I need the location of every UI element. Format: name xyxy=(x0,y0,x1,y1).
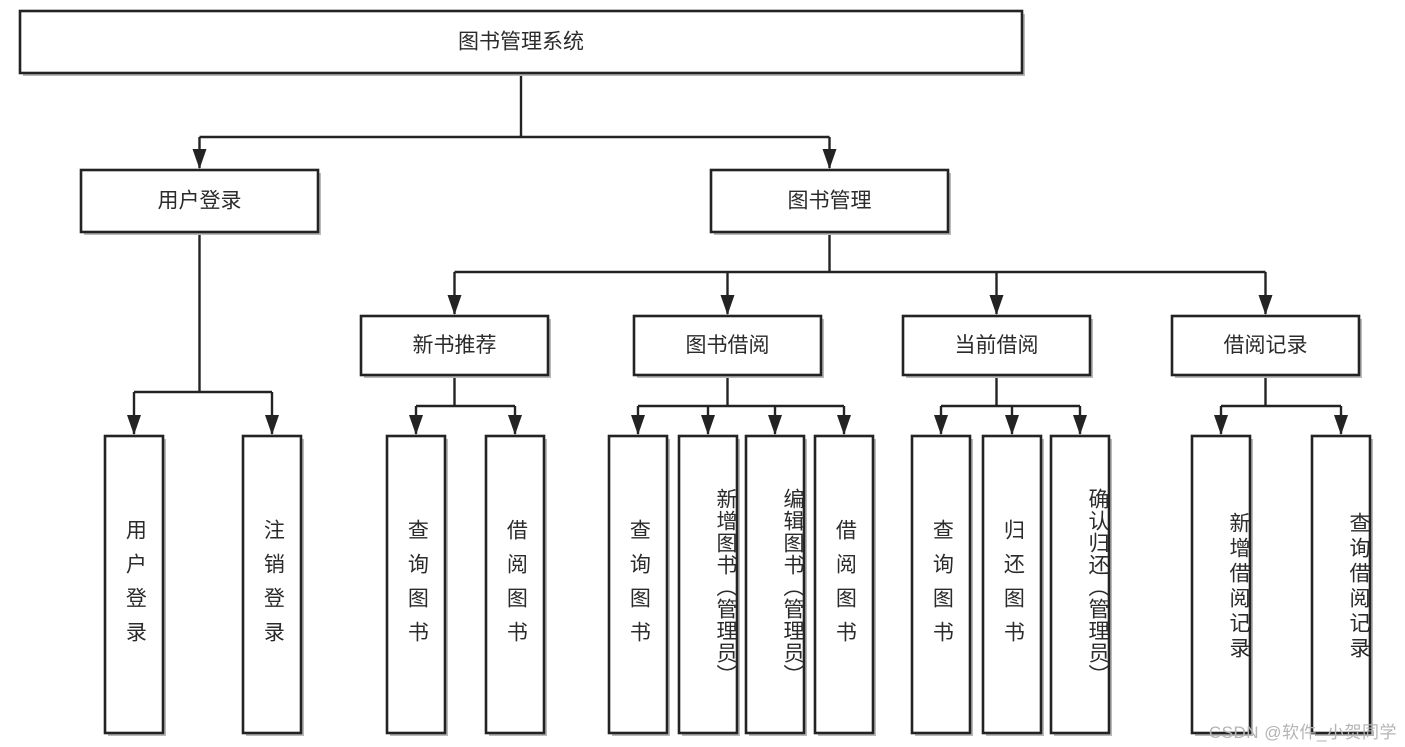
arrow-head-icon xyxy=(127,415,141,435)
node-box-l2-0[interactable] xyxy=(359,314,550,377)
node-label-l2-1: 图书借阅 xyxy=(686,334,770,357)
node-box-layer xyxy=(18,9,1373,736)
node-box-leaf-8[interactable] xyxy=(910,434,972,735)
node-box-leaf-11[interactable] xyxy=(1190,434,1252,735)
watermark: CSDN @软件_小贺同学 xyxy=(1208,723,1397,742)
node-box-leaf-5[interactable] xyxy=(677,434,739,735)
arrow-head-icon xyxy=(1005,415,1019,435)
node-box-leaf-2[interactable] xyxy=(385,434,447,735)
arrow-head-icon xyxy=(447,295,462,315)
arrow-head-icon xyxy=(720,295,735,315)
arrow-head-icon xyxy=(1214,415,1228,435)
node-box-leaf-1[interactable] xyxy=(241,434,303,735)
node-box-l1-1[interactable] xyxy=(709,168,950,234)
node-box-l2-2[interactable] xyxy=(901,314,1092,377)
node-box-l1-0[interactable] xyxy=(79,168,320,234)
node-label-root-0: 图书管理系统 xyxy=(458,31,584,54)
node-box-leaf-12[interactable] xyxy=(1310,434,1372,735)
arrow-head-icon xyxy=(701,415,715,435)
node-box-l2-1[interactable] xyxy=(632,314,823,377)
node-box-leaf-7[interactable] xyxy=(813,434,875,735)
node-box-leaf-6[interactable] xyxy=(744,434,806,735)
arrow-head-icon xyxy=(409,415,423,435)
arrow-head-icon xyxy=(837,415,851,435)
arrow-head-icon xyxy=(1258,295,1273,315)
node-box-leaf-10[interactable] xyxy=(1049,434,1111,735)
arrow-head-icon xyxy=(508,415,522,435)
arrow-head-icon xyxy=(192,149,207,169)
arrow-head-icon xyxy=(1073,415,1087,435)
arrow-head-icon xyxy=(822,149,837,169)
arrow-head-icon xyxy=(1334,415,1348,435)
node-box-l2-3[interactable] xyxy=(1170,314,1361,377)
node-box-leaf-0[interactable] xyxy=(103,434,165,735)
node-box-leaf-4[interactable] xyxy=(607,434,669,735)
node-box-leaf-9[interactable] xyxy=(981,434,1043,735)
node-label-l2-0: 新书推荐 xyxy=(413,334,497,357)
arrow-head-icon xyxy=(768,415,782,435)
node-box-root-0[interactable] xyxy=(18,9,1024,75)
arrow-head-icon xyxy=(934,415,948,435)
node-label-l1-1: 图书管理 xyxy=(788,190,872,213)
arrow-head-icon xyxy=(989,295,1004,315)
arrow-head-icon xyxy=(631,415,645,435)
connector-layer xyxy=(127,73,1348,435)
node-box-leaf-3[interactable] xyxy=(484,434,546,735)
node-label-l2-2: 当前借阅 xyxy=(955,334,1039,357)
node-label-l2-3: 借阅记录 xyxy=(1224,334,1308,357)
node-label-l1-0: 用户登录 xyxy=(158,190,242,213)
arrow-head-icon xyxy=(265,415,279,435)
